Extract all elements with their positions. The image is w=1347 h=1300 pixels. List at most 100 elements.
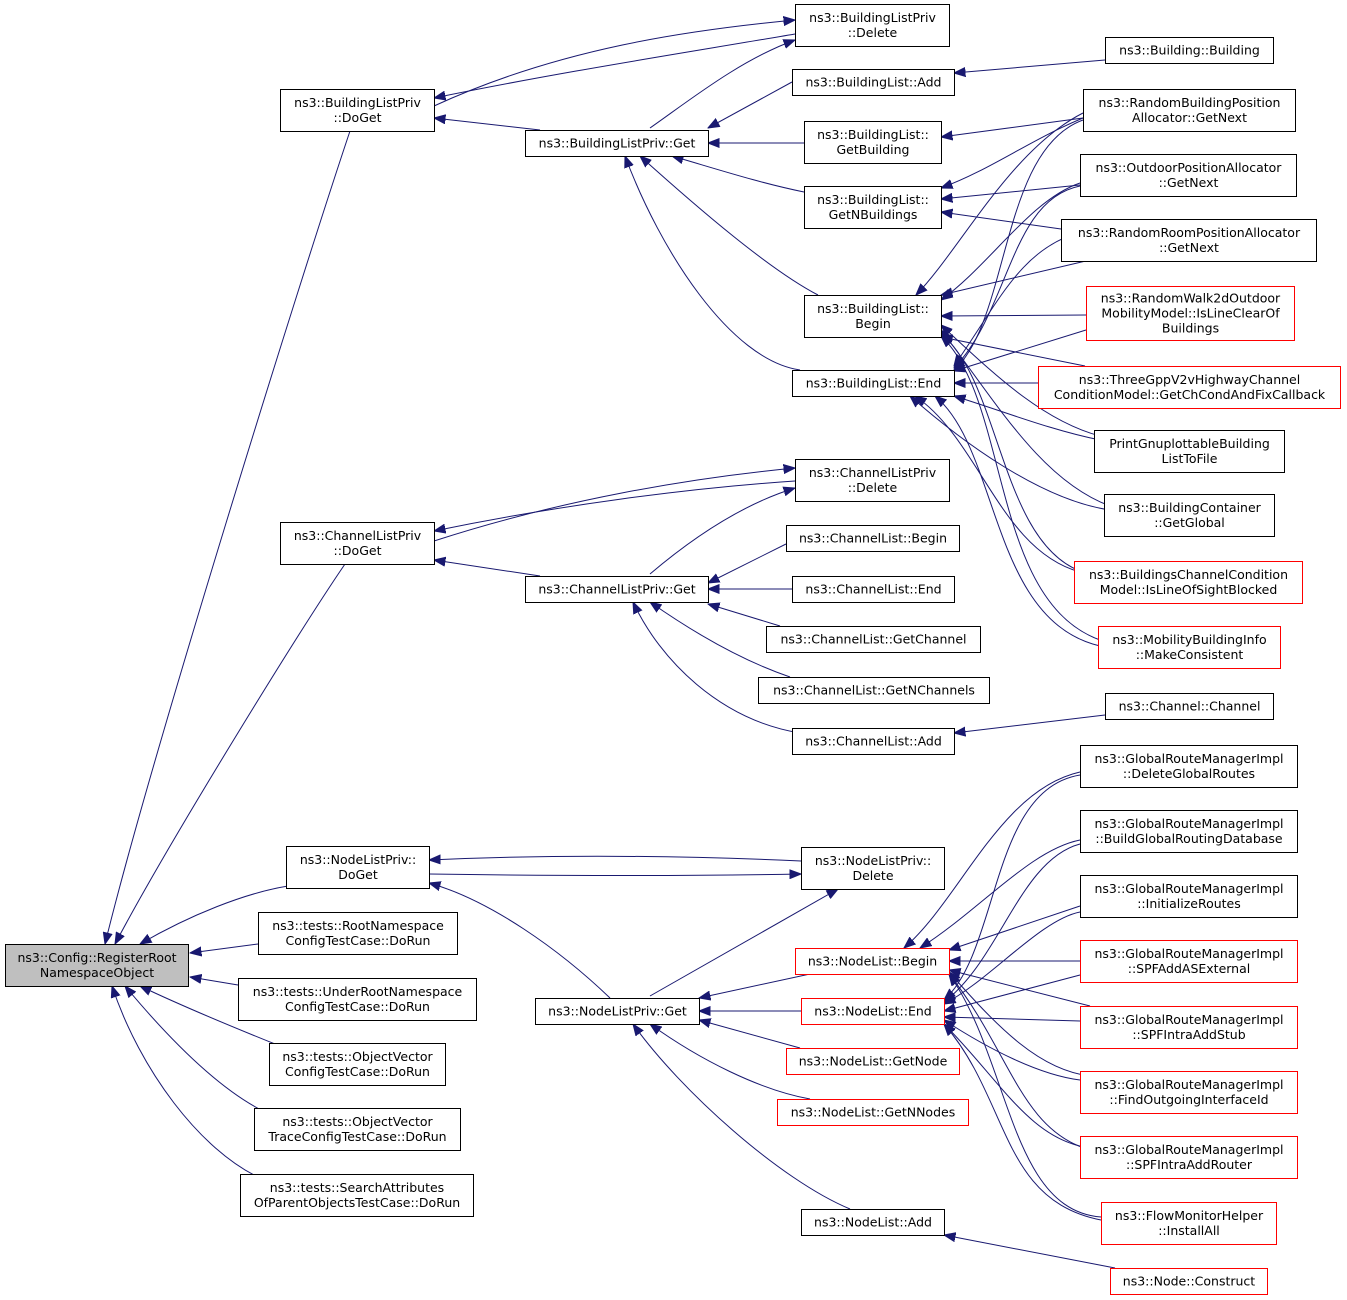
edge-searchAttrTest-to-root	[112, 986, 261, 1179]
node-outdoorPos[interactable]: ns3::OutdoorPositionAllocator::GetNext	[1080, 154, 1297, 197]
node-box	[258, 912, 458, 955]
node-nodePrivDelete[interactable]: ns3::NodeListPriv::Delete	[801, 847, 945, 890]
node-label-line: ::GetGlobal	[1154, 515, 1225, 530]
edge-grmSpfStub-to-nodeListBegin	[949, 970, 1091, 1007]
node-box	[240, 1174, 474, 1217]
edge-bldPrivGet-to-bldPrivDelete	[649, 40, 795, 129]
node-chListGetN[interactable]: ns3::ChannelList::GetNChannels	[758, 677, 990, 704]
node-grmSpfRouter[interactable]: ns3::GlobalRouteManagerImpl::SPFIntraAdd…	[1080, 1136, 1298, 1179]
node-label-line: ConfigTestCase::DoRun	[285, 999, 430, 1014]
node-chPrivDoGet[interactable]: ns3::ChannelListPriv::DoGet	[280, 522, 435, 565]
node-label-line: ns3::GlobalRouteManagerImpl	[1094, 751, 1283, 766]
node-label-line: ConditionModel::GetChCondAndFixCallback	[1054, 387, 1326, 402]
node-label-line: ns3::BuildingsChannelCondition	[1089, 567, 1288, 582]
node-rootNsTest[interactable]: ns3::tests::RootNamespaceConfigTestCase:…	[258, 912, 458, 955]
node-randRoomPos[interactable]: ns3::RandomRoomPositionAllocator::GetNex…	[1061, 219, 1317, 262]
node-box	[254, 1108, 461, 1151]
edge-grmBuild-to-nodeListBegin	[920, 839, 1081, 948]
edge-nodePrivDoGet-to-root	[140, 885, 289, 944]
node-label-line: GetBuilding	[837, 142, 910, 157]
node-nodeListGetN[interactable]: ns3::NodeList::GetNNodes	[777, 1099, 969, 1126]
edge-objVecTraceTest-to-root	[125, 986, 266, 1113]
node-bldContainer[interactable]: ns3::BuildingContainer::GetGlobal	[1104, 494, 1275, 537]
node-label-line: ListToFile	[1162, 451, 1218, 466]
node-objVecTraceTest[interactable]: ns3::tests::ObjectVectorTraceConfigTestC…	[254, 1108, 461, 1151]
node-chListGetChannel[interactable]: ns3::ChannelList::GetChannel	[766, 626, 981, 653]
node-bldListAdd[interactable]: ns3::BuildingList::Add	[792, 69, 955, 96]
node-nodeListEnd[interactable]: ns3::NodeList::End	[801, 998, 945, 1025]
edge-bldListAdd-to-bldPrivGet	[708, 81, 793, 128]
node-box	[1086, 286, 1295, 341]
node-grmDelete[interactable]: ns3::GlobalRouteManagerImpl::DeleteGloba…	[1080, 745, 1298, 788]
node-bldListBegin[interactable]: ns3::BuildingList::Begin	[804, 295, 942, 338]
node-bldPrivGet[interactable]: ns3::BuildingListPriv::Get	[525, 130, 709, 157]
node-label-line: ns3::tests::ObjectVector	[282, 1114, 433, 1129]
node-bldListGetN[interactable]: ns3::BuildingList::GetNBuildings	[804, 186, 942, 229]
edge-channelCtor-to-chListAdd	[954, 714, 1106, 733]
node-randWalk[interactable]: ns3::RandomWalk2dOutdoorMobilityModel::I…	[1086, 286, 1295, 341]
edge-flowMon-to-nodeListEnd	[944, 1024, 1102, 1221]
node-box	[1104, 494, 1275, 537]
node-box	[1061, 219, 1317, 262]
node-grmSpfAS[interactable]: ns3::GlobalRouteManagerImpl::SPFAddASExt…	[1080, 940, 1298, 983]
node-label-line: ns3::Channel::Channel	[1119, 699, 1261, 714]
node-label-line: ns3::ChannelListPriv::Get	[538, 582, 695, 597]
node-nodeListAdd[interactable]: ns3::NodeList::Add	[801, 1209, 945, 1236]
node-chPrivDelete[interactable]: ns3::ChannelListPriv::Delete	[795, 459, 950, 502]
node-label-line: ns3::BuildingList::Add	[806, 75, 942, 90]
node-label-line: ::DoGet	[334, 543, 382, 558]
node-nodePrivGet[interactable]: ns3::NodeListPriv::Get	[535, 998, 700, 1025]
node-box	[525, 130, 709, 157]
node-label-line: TraceConfigTestCase::DoRun	[267, 1129, 446, 1144]
node-randBldPos[interactable]: ns3::RandomBuildingPositionAllocator::Ge…	[1083, 89, 1296, 132]
node-grmBuild[interactable]: ns3::GlobalRouteManagerImpl::BuildGlobal…	[1080, 810, 1298, 853]
node-layer: ns3::Config::RegisterRootNamespaceObject…	[5, 4, 1341, 1295]
node-label-line: ns3::ChannelListPriv	[294, 528, 422, 543]
node-label-line: ConfigTestCase::DoRun	[286, 933, 431, 948]
edge-underRootTest-to-root	[190, 977, 239, 986]
node-label-line: ns3::tests::UnderRootNamespace	[253, 984, 463, 999]
node-box	[786, 525, 960, 552]
node-box	[280, 522, 435, 565]
node-label-line: Allocator::GetNext	[1132, 110, 1247, 125]
node-bldListGetBuilding[interactable]: ns3::BuildingList::GetBuilding	[804, 121, 942, 164]
edge-outdoorPos-to-bldListGetN	[941, 184, 1081, 199]
edge-grmSpfAS-to-nodeListEnd	[944, 974, 1081, 1011]
node-grmFind[interactable]: ns3::GlobalRouteManagerImpl::FindOutgoin…	[1080, 1071, 1298, 1114]
node-nodeCtor[interactable]: ns3::Node::Construct	[1110, 1268, 1268, 1295]
node-chListAdd[interactable]: ns3::ChannelList::Add	[792, 728, 955, 755]
node-buildingCtor[interactable]: ns3::Building::Building	[1105, 37, 1274, 64]
node-box	[801, 998, 945, 1025]
node-flowMon[interactable]: ns3::FlowMonitorHelper::InstallAll	[1101, 1202, 1277, 1245]
node-objVecTest[interactable]: ns3::tests::ObjectVectorConfigTestCase::…	[269, 1043, 446, 1086]
node-box	[5, 944, 189, 987]
node-nodeListBegin[interactable]: ns3::NodeList::Begin	[795, 948, 950, 975]
node-nodePrivDoGet[interactable]: ns3::NodeListPriv::DoGet	[286, 846, 430, 889]
edge-chPrivDelete-to-chPrivDoGet	[434, 480, 796, 531]
node-mobBldInfo[interactable]: ns3::MobilityBuildingInfo::MakeConsisten…	[1098, 626, 1281, 669]
node-box	[795, 459, 950, 502]
node-underRootTest[interactable]: ns3::tests::UnderRootNamespaceConfigTest…	[238, 978, 477, 1021]
node-bldChanCond[interactable]: ns3::BuildingsChannelConditionModel::IsL…	[1074, 561, 1303, 604]
node-grmSpfStub[interactable]: ns3::GlobalRouteManagerImpl::SPFIntraAdd…	[1080, 1006, 1298, 1049]
edge-randBldPos-to-bldListBegin	[916, 112, 1084, 295]
node-grmInit[interactable]: ns3::GlobalRouteManagerImpl::InitializeR…	[1080, 875, 1298, 918]
node-threeGpp[interactable]: ns3::ThreeGppV2vHighwayChannelConditionM…	[1038, 366, 1341, 409]
edge-bldListGetN-to-bldPrivGet	[672, 156, 805, 193]
edge-nodePrivDoGet-to-nodePrivDelete	[428, 874, 801, 876]
edge-mobBldInfo-to-bldListEnd	[935, 396, 1101, 647]
node-nodeListGetNode[interactable]: ns3::NodeList::GetNode	[786, 1048, 960, 1075]
edge-nodePrivGet-to-nodePrivDoGet	[429, 883, 611, 999]
node-chPrivGet[interactable]: ns3::ChannelListPriv::Get	[525, 576, 709, 603]
node-chListEnd[interactable]: ns3::ChannelList::End	[792, 576, 955, 603]
node-chListBegin[interactable]: ns3::ChannelList::Begin	[786, 525, 960, 552]
node-channelCtor[interactable]: ns3::Channel::Channel	[1105, 693, 1274, 720]
node-bldListEnd[interactable]: ns3::BuildingList::End	[792, 370, 955, 397]
node-label-line: ns3::BuildingList::End	[806, 376, 942, 391]
node-bldPrivDoGet[interactable]: ns3::BuildingListPriv::DoGet	[280, 89, 435, 132]
edge-chListGetChannel-to-chPrivGet	[708, 604, 781, 627]
node-bldPrivDelete[interactable]: ns3::BuildingListPriv::Delete	[795, 4, 950, 47]
node-searchAttrTest[interactable]: ns3::tests::SearchAttributesOfParentObje…	[240, 1174, 474, 1217]
